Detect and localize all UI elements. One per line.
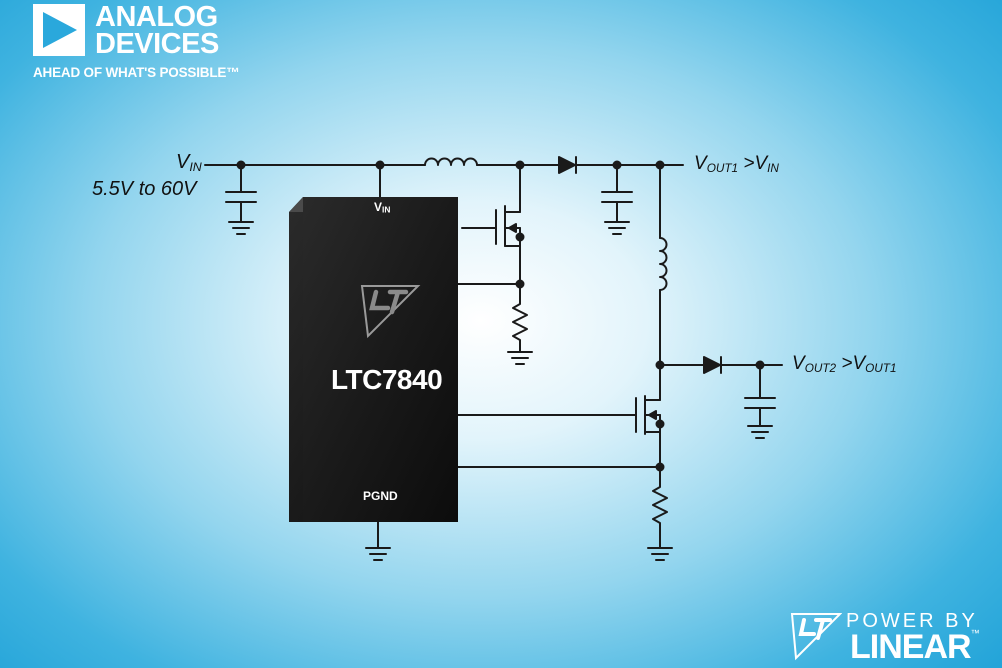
sense-resistor-1 bbox=[507, 283, 533, 365]
vin-range-label: 5.5V to 60V bbox=[92, 178, 197, 200]
analog-devices-logo-icon bbox=[33, 4, 85, 56]
power-by-text: POWER BY bbox=[846, 610, 978, 632]
brand-tagline: AHEAD OF WHAT'S POSSIBLE™ bbox=[33, 65, 240, 80]
inductor-2 bbox=[659, 237, 668, 291]
mosfet-2 bbox=[457, 395, 661, 435]
diode-2 bbox=[703, 356, 722, 374]
brand-name-line1: ANALOG bbox=[95, 1, 218, 33]
linear-wordmark: LINEAR™ bbox=[850, 628, 980, 666]
mosfet-1 bbox=[461, 164, 521, 247]
junction-dot bbox=[515, 232, 525, 242]
junction-dot bbox=[655, 419, 665, 429]
output-capacitor-2 bbox=[744, 364, 776, 439]
chip-vin-pin-label: VIN bbox=[374, 200, 391, 215]
vout2-label: VOUT2 >VOUT1 bbox=[792, 353, 897, 375]
chip-part-number: LTC7840 bbox=[331, 364, 443, 395]
analog-devices-brand: ANALOG DEVICES AHEAD OF WHAT'S POSSIBLE™ bbox=[33, 1, 273, 89]
input-capacitor bbox=[225, 164, 257, 235]
trademark-symbol: ™ bbox=[970, 628, 980, 638]
ltc7840-chip bbox=[289, 197, 458, 522]
sense-resistor-2 bbox=[647, 466, 673, 561]
brand-name-line2: DEVICES bbox=[95, 28, 219, 60]
pgnd-ground bbox=[365, 521, 391, 561]
vout1-label: VOUT1 >VIN bbox=[694, 153, 779, 175]
linear-lt-logo-icon bbox=[790, 613, 842, 661]
diode-1 bbox=[558, 156, 577, 174]
inductor-1 bbox=[424, 157, 478, 166]
chip-pgnd-pin-label: PGND bbox=[363, 489, 398, 503]
vin-label: VIN bbox=[176, 151, 202, 175]
lt-logo-icon bbox=[360, 285, 421, 339]
output-capacitor-1 bbox=[601, 164, 633, 235]
power-by-linear-brand: POWER BY LINEAR™ bbox=[790, 606, 990, 668]
